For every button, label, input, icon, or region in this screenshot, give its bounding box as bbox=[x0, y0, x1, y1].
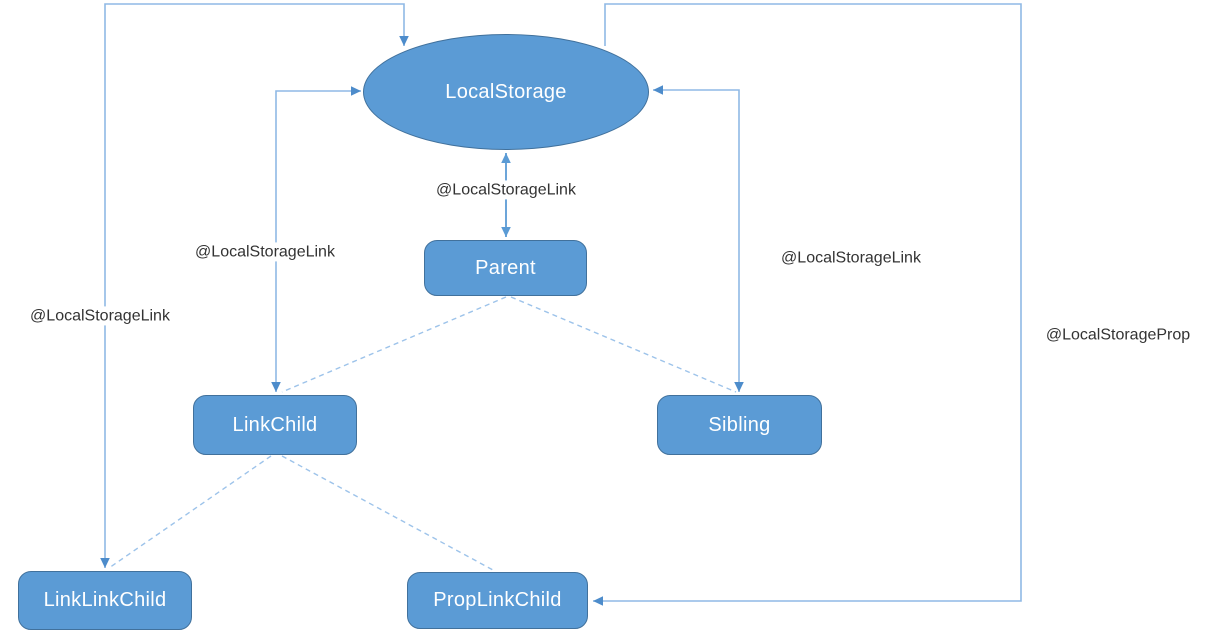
edge-label-proplinkchild-prop: @LocalStorageProp bbox=[1042, 325, 1194, 345]
edge-localstorage-proplinkchild bbox=[593, 3, 1022, 606]
node-proplinkchild-label: PropLinkChild bbox=[433, 589, 562, 611]
node-proplinkchild: PropLinkChild bbox=[407, 572, 588, 629]
node-linkchild: LinkChild bbox=[193, 395, 357, 455]
tree-edge-linkchild-proplinkchild bbox=[281, 455, 494, 571]
node-parent: Parent bbox=[424, 240, 587, 296]
node-linkchild-label: LinkChild bbox=[232, 413, 318, 436]
node-localstorage-label: LocalStorage bbox=[445, 80, 567, 103]
node-sibling-label: Sibling bbox=[708, 413, 771, 436]
edge-label-parent-link: @LocalStorageLink bbox=[433, 180, 579, 200]
edge-linklinkchild-localstorage bbox=[100, 3, 409, 568]
edge-label-sibling-link: @LocalStorageLink bbox=[778, 248, 924, 268]
node-parent-label: Parent bbox=[475, 256, 536, 279]
node-linklinkchild: LinkLinkChild bbox=[18, 571, 192, 630]
tree-edge-parent-sibling bbox=[510, 296, 737, 393]
node-localstorage: LocalStorage bbox=[363, 34, 649, 150]
edge-label-linklinkchild-link: @LocalStorageLink bbox=[27, 306, 173, 326]
tree-edge-parent-linkchild bbox=[281, 296, 507, 393]
node-linklinkchild-label: LinkLinkChild bbox=[43, 589, 167, 611]
tree-edge-linkchild-linklinkchild bbox=[108, 455, 272, 569]
edge-sibling-localstorage bbox=[653, 85, 744, 392]
node-sibling: Sibling bbox=[657, 395, 822, 455]
edge-label-linkchild-link: @LocalStorageLink bbox=[192, 242, 338, 262]
